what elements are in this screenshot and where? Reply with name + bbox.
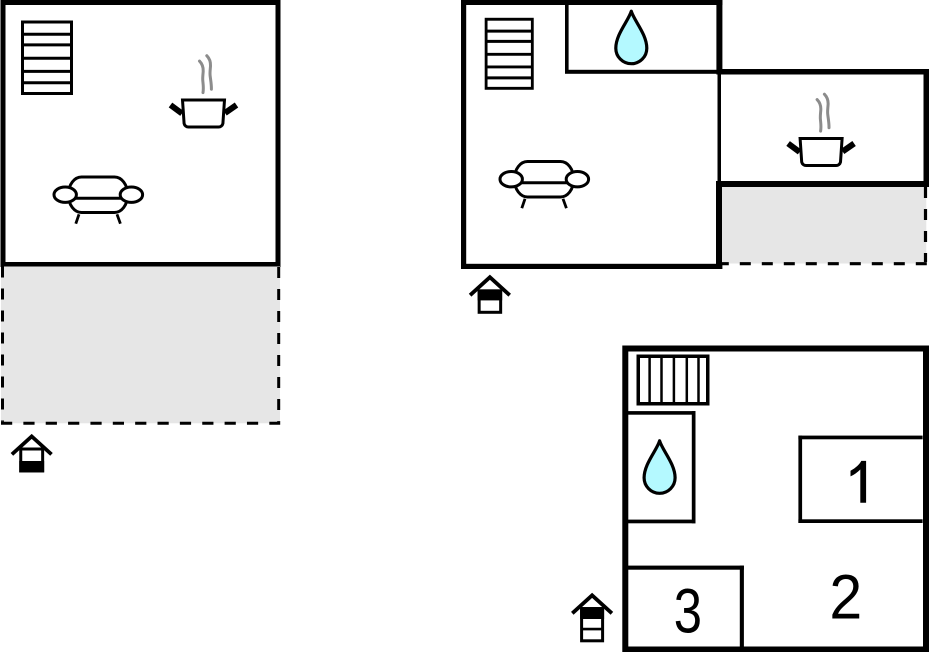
svg-text:2: 2: [829, 561, 862, 632]
svg-text:3: 3: [674, 576, 702, 647]
